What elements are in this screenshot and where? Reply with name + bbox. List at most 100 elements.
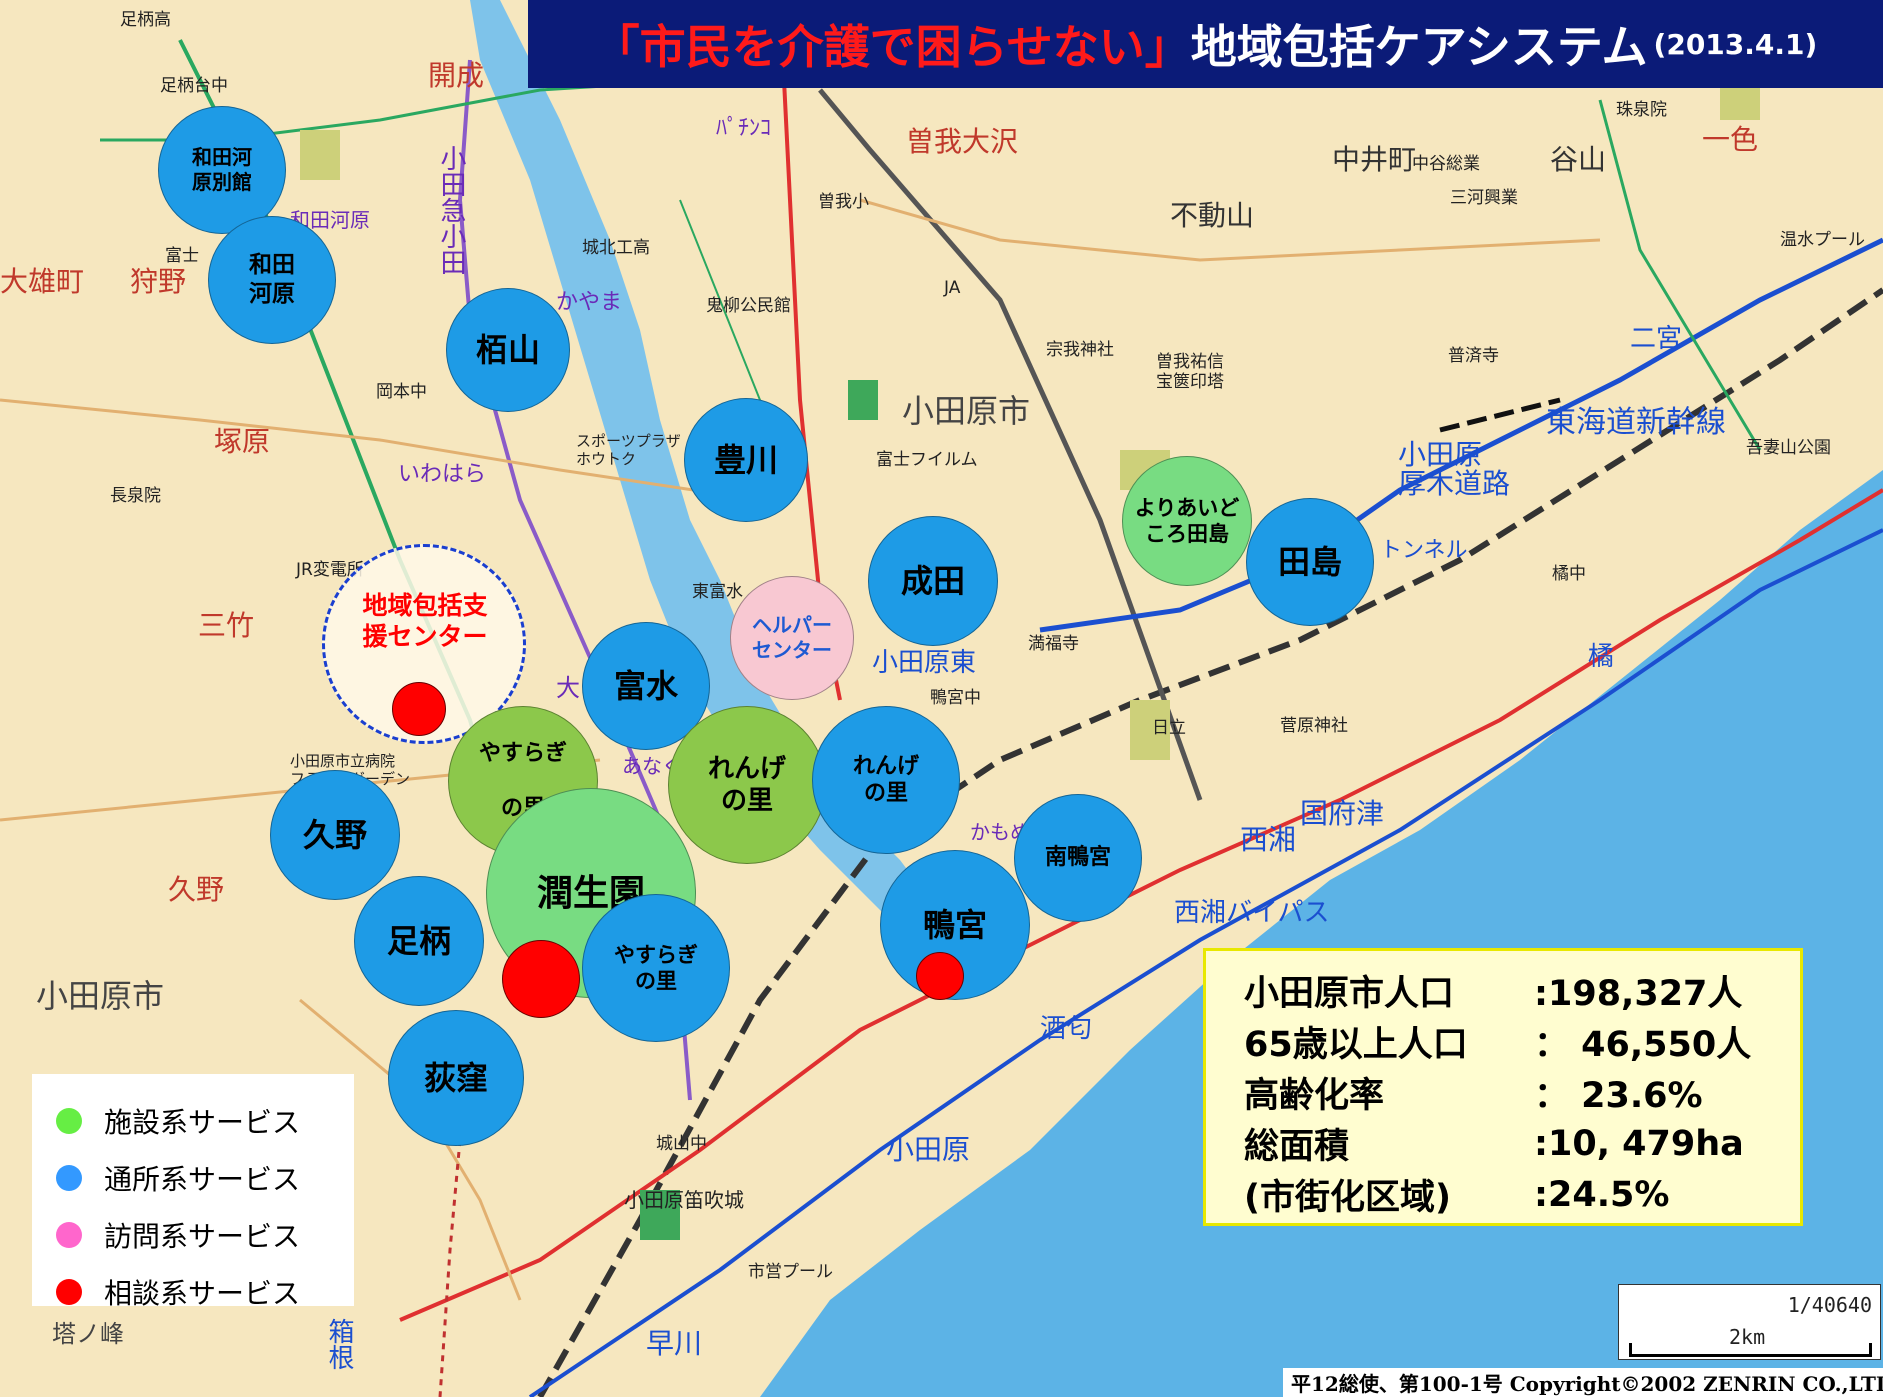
park-2 — [640, 1190, 680, 1240]
facility-kuno[interactable]: 久野 — [270, 770, 400, 900]
map-label-odawara-atsugi: 小田原 厚木道路 — [1398, 438, 1511, 501]
map-label-seisho-bypass: 西湘バイパス — [1174, 898, 1330, 928]
map-label-sogayushin: 曽我祐信 宝篋印塔 — [1156, 352, 1224, 393]
facility-kamomiya[interactable]: 鴨宮 — [880, 850, 1030, 1000]
map-label-kiyagi: 鬼柳公民館 — [706, 296, 791, 316]
map-label-odawara-higashi: 小田原東 — [872, 648, 977, 678]
park-4 — [1130, 700, 1170, 760]
green-road-2 — [1598, 99, 1762, 451]
sakawa-river — [470, 0, 1000, 990]
rail-dashes-shinkansen — [1439, 397, 1561, 433]
consultation-dot-junseien[interactable] — [502, 940, 580, 1018]
facility-renge-1[interactable]: れんげ の里 — [668, 706, 826, 864]
consultation-dot-support-center[interactable] — [392, 682, 446, 736]
red-dotted-trail — [438, 1139, 462, 1397]
scale-ratio: 1/40640 — [1787, 1293, 1872, 1317]
title-main: 地域包括ケアシステム — [1190, 20, 1648, 74]
facility-tajima[interactable]: 田島 — [1246, 498, 1374, 626]
map-label-shinkansen: 東海道新幹線 — [1546, 405, 1726, 440]
map-label-isshiki: 一色 — [1702, 123, 1759, 156]
facility-helper-center[interactable]: ヘルパー センター — [730, 576, 854, 700]
map-label-mikawa: 三河興業 — [1450, 188, 1518, 208]
map-label-odawara-city-west: 小田原市 — [36, 977, 165, 1015]
map-label-jr-hensho: JR変電所 — [296, 560, 364, 580]
map-label-ninomiya: 二宮 — [1630, 324, 1683, 354]
facility-wadagahara[interactable]: 和田 河原 — [208, 216, 336, 344]
map-label-ja: JA — [944, 278, 961, 298]
support-center-label: 地域包括支 援センター — [362, 591, 488, 652]
map-label-shiei-pool: 市営プール — [748, 1262, 833, 1282]
map-label-higashi-tomizu: 東富水 — [692, 582, 743, 602]
map-label-hakone: 箱根 — [324, 1318, 354, 1370]
brown-road-4 — [299, 998, 522, 1301]
map-label-odawara: 小田原 — [886, 1133, 971, 1166]
map-label-odawara-city-center: 小田原市 — [902, 392, 1031, 430]
scale-bar — [1629, 1343, 1872, 1357]
title-date: (2013.4.1) — [1653, 27, 1818, 61]
map-label-kaisei: 開成 — [428, 59, 485, 92]
map-label-sugaojinja: 菅原神社 — [1280, 716, 1348, 736]
stat-label: 総面積 — [1244, 1127, 1350, 1167]
red-road-2 — [399, 488, 1883, 1322]
facility-ogikubo[interactable]: 荻窪 — [388, 1010, 524, 1146]
facility-ashigara[interactable]: 足柄 — [354, 876, 484, 1006]
map-label-kamome: かもめ — [970, 820, 1030, 844]
stat-row: 小田原市人口:198,327人 — [1244, 965, 1800, 1016]
facility-yasuragi-2[interactable]: やすらぎ の里 — [582, 894, 730, 1042]
tokaido-line — [537, 287, 1883, 1397]
gotemba-line — [818, 88, 1203, 801]
legend-label: 相談系サービス — [104, 1276, 301, 1310]
map-label-kayama: かやま — [556, 290, 623, 315]
map-label-sogaosawa: 曽我大沢 — [906, 125, 1019, 158]
map-label-tachibana-chu: 橘中 — [1552, 564, 1586, 584]
consultation-dot-kamomiya[interactable] — [916, 952, 964, 1000]
map-label-tsukahara: 塚原 — [214, 425, 271, 458]
map-label-sports: スポーツプラザ ホウトク — [576, 432, 681, 468]
stat-label: 65歳以上人口 — [1244, 1025, 1468, 1065]
map-label-hitachi: 日立 — [1152, 718, 1186, 738]
facility-tomizu[interactable]: 富水 — [582, 622, 710, 750]
map-label-sogajinja: 宗我神社 — [1046, 340, 1114, 360]
map-label-kozu: 国府津 — [1300, 797, 1385, 830]
map-label-wadagahara-station: 和田河原 — [290, 208, 370, 232]
title-bar: 「市民を介護で困らせない」 地域包括ケアシステム (2013.4.1) — [528, 0, 1883, 88]
map-scale: 1/40640 2km — [1618, 1284, 1881, 1360]
facility-toyokawa[interactable]: 豊川 — [684, 398, 808, 522]
map-label-fuji: 富士 — [165, 246, 199, 266]
stat-label: (市街化区域) — [1244, 1178, 1451, 1218]
legend-label: 施設系サービス — [104, 1105, 301, 1139]
stat-value: :24.5% — [1534, 1174, 1670, 1215]
map-label-sakawa: 酒匂 — [1040, 1014, 1093, 1044]
map-label-koyama: 城山中 — [656, 1134, 707, 1154]
map-label-chosenin: 長泉院 — [110, 486, 161, 506]
map-label-tonomine: 塔ノ峰 — [52, 1320, 124, 1348]
map-label-tunnel: トンネル — [1380, 538, 1468, 563]
facility-sakayama[interactable]: 栢山 — [446, 288, 570, 412]
scale-distance: 2km — [1729, 1325, 1766, 1349]
map-label-hayakawa: 早川 — [646, 1327, 703, 1360]
map-label-taniyama: 谷山 — [1550, 143, 1607, 176]
stat-row: (市街化区域) :24.5% — [1244, 1169, 1800, 1220]
map-label-daiyucho: 大雄町 — [0, 265, 85, 298]
stat-label: 小田原市人口 — [1244, 974, 1455, 1014]
stat-value: :10, 479ha — [1534, 1123, 1744, 1164]
legend-item-visit: 訪問系サービス — [56, 1206, 354, 1263]
facility-narita[interactable]: 成田 — [868, 516, 998, 646]
brown-road-1 — [0, 398, 761, 502]
stat-row: 総面積 :10, 479ha — [1244, 1118, 1800, 1169]
map-label-ashigaradai: 足柄台中 — [160, 76, 228, 96]
map-label-johoku: 城北工高 — [582, 238, 650, 258]
map-label-okamoto: 岡本中 — [376, 382, 427, 402]
facility-renge-2[interactable]: れんげ の里 — [812, 706, 960, 854]
stat-label: 高齢化率 — [1244, 1076, 1385, 1116]
map-label-sasadani: 小田原笛吹城 — [624, 1188, 744, 1212]
legend-label: 訪問系サービス — [104, 1219, 301, 1253]
stat-value: ： 23.6% — [1534, 1076, 1703, 1116]
facility-wadagahara-bekkan[interactable]: 和田河 原別館 — [158, 106, 286, 234]
facility-yoriaidokoro-tajima[interactable]: よりあいど ころ田島 — [1122, 456, 1252, 586]
facility-minami-kamomiya[interactable]: 南鴨宮 — [1014, 794, 1142, 922]
map-label-iwahara: いわはら — [398, 462, 487, 487]
map-label-nakai: 中井町 — [1332, 143, 1417, 176]
map-label-fudoyama: 不動山 — [1170, 199, 1255, 232]
legend-dot-green — [56, 1107, 82, 1134]
